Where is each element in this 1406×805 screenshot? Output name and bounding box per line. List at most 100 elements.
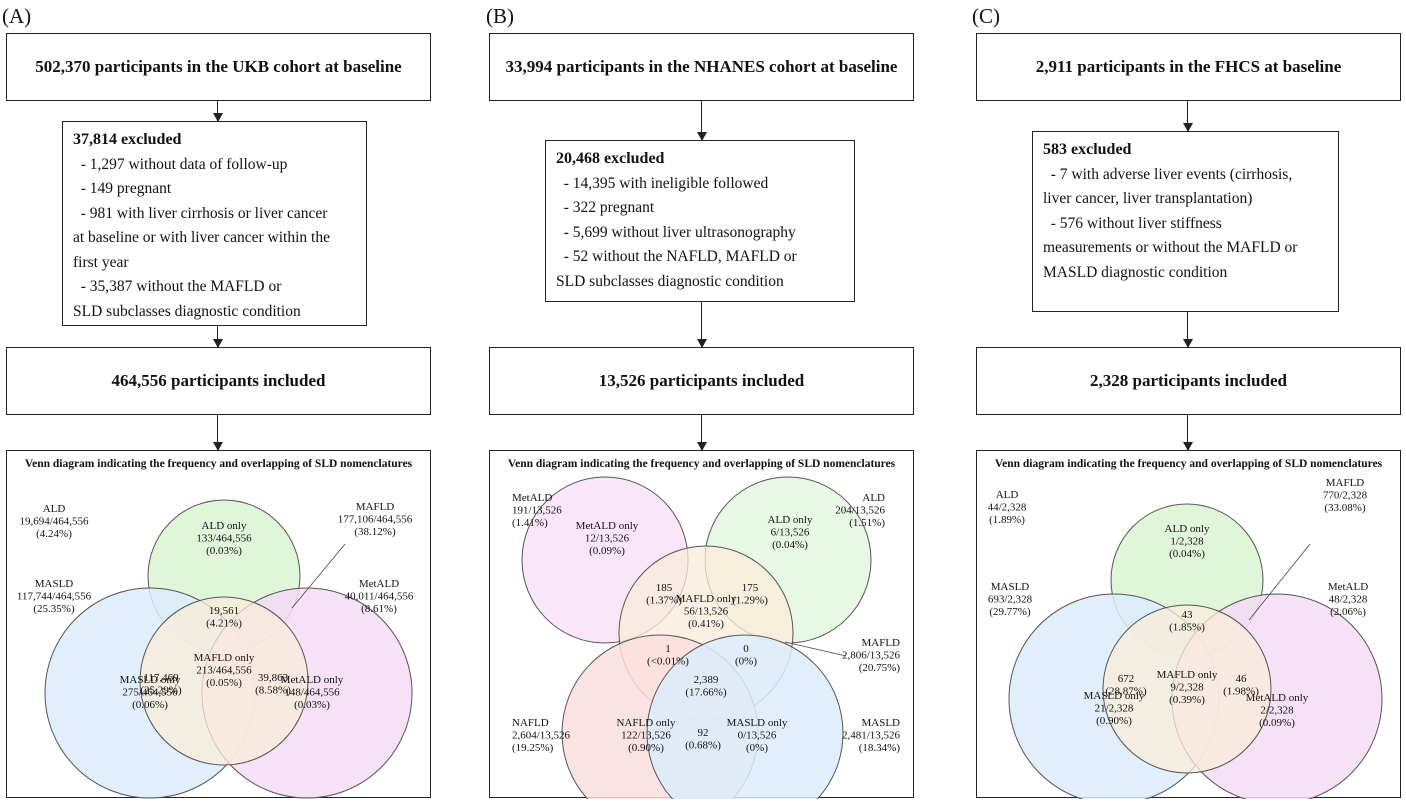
venn-overlap-label: 19,561(4.21%) xyxy=(206,605,242,630)
excluded-item: - 14,395 with ineligible followed xyxy=(556,174,769,192)
venn-overlap-label: 43(1.85%) xyxy=(1169,609,1205,634)
venn-circle xyxy=(646,634,844,799)
flow-arrow xyxy=(212,101,223,122)
flow-arrow xyxy=(696,101,707,141)
excluded-item: SLD subclasses diagnostic condition xyxy=(73,302,301,320)
venn-circle xyxy=(139,596,309,766)
excluded-item: - 322 pregnant xyxy=(556,199,655,216)
leader-line xyxy=(291,543,346,609)
panel-label: (B) xyxy=(486,4,514,28)
included-box: 13,526 participants included xyxy=(489,347,914,415)
excluded-item: measurements or without the MAFLD or xyxy=(1043,239,1298,256)
venn-overlap-label: 0(0%) xyxy=(735,643,757,668)
excluded-item: - 52 without the NAFLD, MAFLD or xyxy=(556,248,797,265)
excluded-item: - 981 with liver cirrhosis or liver canc… xyxy=(73,204,328,222)
excluded-title: 583 excluded xyxy=(1043,141,1132,158)
panel-a: (A) 502,370 participants in the UKB coho… xyxy=(0,0,440,805)
venn-title: Venn diagram indicating the frequency an… xyxy=(507,458,896,470)
excluded-item: - 1,297 without data of follow-up xyxy=(73,155,288,173)
venn-diagram-box: Venn diagram indicating the frequency an… xyxy=(976,450,1401,799)
flow-arrow xyxy=(212,326,223,348)
flow-arrow xyxy=(696,415,707,451)
flow-arrow xyxy=(212,415,223,451)
panel-c: (C) 2,911 participants in the FHCS at ba… xyxy=(966,0,1406,805)
excluded-title: 37,814 excluded xyxy=(73,131,182,148)
panel-b: (B) 33,994 participants in the NHANES co… xyxy=(484,0,924,805)
baseline-box: 33,994 participants in the NHANES cohort… xyxy=(489,33,914,101)
included-box: 2,328 participants included xyxy=(976,347,1401,415)
excluded-item: liver cancer, liver transplantation) xyxy=(1043,190,1253,207)
excluded-title: 20,468 excluded xyxy=(556,150,665,167)
excluded-item: - 7 with adverse liver events (cirrhosis… xyxy=(1043,165,1293,183)
venn-overlap-label: 117,469(25.29%) xyxy=(140,672,182,697)
venn-overlap-label: 46(1.98%) xyxy=(1223,673,1259,698)
venn-title: Venn diagram indicating the frequency an… xyxy=(24,458,413,470)
venn-overlap-label: 175(1.29%) xyxy=(732,582,768,607)
leader-line xyxy=(784,641,847,657)
venn-circle xyxy=(1102,604,1272,774)
venn-diagram-box: Venn diagram indicating the frequency an… xyxy=(6,450,431,799)
venn-overlap-label: 92(0.68%) xyxy=(685,727,721,752)
excluded-box: 37,814 excluded - 1,297 without data of … xyxy=(62,121,367,326)
excluded-item: MASLD diagnostic condition xyxy=(1043,263,1228,281)
baseline-box: 2,911 participants in the FHCS at baseli… xyxy=(976,33,1401,101)
excluded-item: - 149 pregnant xyxy=(73,180,172,197)
venn-overlap-label: 185(1.37%) xyxy=(646,582,682,607)
excluded-item: at baseline or with liver cancer within … xyxy=(73,229,330,246)
venn-overlap-label: 1(<0.01%) xyxy=(647,643,689,668)
venn-diagram-box: Venn diagram indicating the frequency an… xyxy=(489,450,914,799)
panel-label: (A) xyxy=(2,4,32,28)
excluded-box: 583 excluded - 7 with adverse liver even… xyxy=(1032,131,1339,312)
venn-overlap-label: 39,863(8.58%) xyxy=(255,672,291,697)
excluded-item: - 5,699 without liver ultrasonography xyxy=(556,223,796,241)
excluded-item: - 35,387 without the MAFLD or xyxy=(73,278,282,295)
leader-line xyxy=(1248,543,1311,621)
flow-arrow xyxy=(1182,101,1193,132)
baseline-box: 502,370 participants in the UKB cohort a… xyxy=(6,33,431,101)
excluded-item: - 576 without liver stiffness xyxy=(1043,214,1222,232)
included-box: 464,556 participants included xyxy=(6,347,431,415)
flow-arrow xyxy=(1182,312,1193,348)
excluded-box: 20,468 excluded - 14,395 with ineligible… xyxy=(545,140,855,302)
excluded-item: SLD subclasses diagnostic condition xyxy=(556,272,784,290)
flow-arrow xyxy=(696,302,707,348)
venn-overlap-label: 672(28.87%) xyxy=(1105,673,1147,698)
venn-title: Venn diagram indicating the frequency an… xyxy=(994,458,1383,470)
excluded-item: first year xyxy=(73,253,129,271)
flow-arrow xyxy=(1182,415,1193,451)
panel-label: (C) xyxy=(972,4,1000,28)
venn-overlap-label: 2,389(17.66%) xyxy=(685,674,727,699)
